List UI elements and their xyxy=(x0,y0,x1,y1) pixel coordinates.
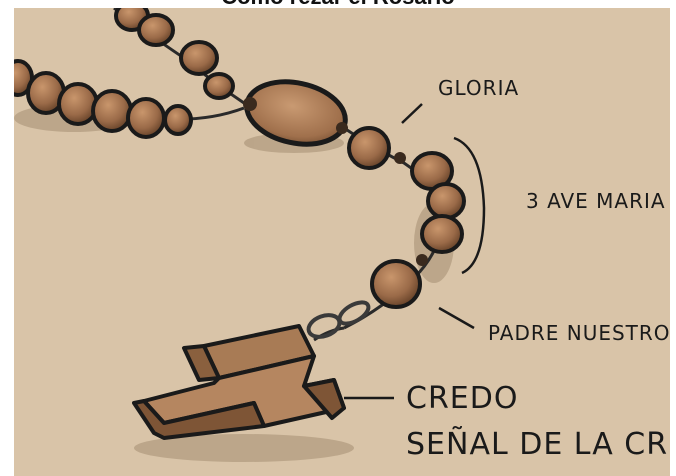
banner-title: Cómo rezar el Rosario xyxy=(0,0,676,8)
bead-padre-nuestro xyxy=(370,259,422,309)
label-padre-nuestro: PADRE NUESTRO xyxy=(488,321,670,345)
label-credo: CREDO xyxy=(406,381,518,416)
bead-ave-maria-2 xyxy=(426,182,466,220)
bead xyxy=(126,97,166,139)
bead-gloria xyxy=(347,126,391,170)
crucifix xyxy=(132,324,346,440)
label-gloria: GLORIA xyxy=(438,76,519,100)
cross-link xyxy=(306,300,371,339)
bead xyxy=(57,82,99,126)
upper-strand-beads xyxy=(14,8,235,139)
decade-beads xyxy=(347,126,466,309)
bead xyxy=(203,72,235,100)
connector-knots xyxy=(243,97,428,266)
leader-padre-nuestro xyxy=(438,306,475,330)
bead-ave-maria-3 xyxy=(420,214,464,254)
bead xyxy=(179,40,219,76)
rosary-illustration: GLORIA 3 AVE MARIA PADRE NUESTRO CREDO S… xyxy=(14,8,670,462)
label-senal-cruz: SEÑAL DE LA CRUZ xyxy=(406,426,670,462)
illustration-panel: GLORIA 3 AVE MARIA PADRE NUESTRO CREDO S… xyxy=(14,8,670,476)
bead xyxy=(91,89,133,133)
label-ave-maria: 3 AVE MARIA xyxy=(526,189,666,213)
leader-gloria xyxy=(401,103,423,124)
bracket-ave-maria xyxy=(453,136,486,275)
bead xyxy=(137,13,175,47)
leader-lines xyxy=(344,103,486,400)
bead xyxy=(163,104,193,136)
